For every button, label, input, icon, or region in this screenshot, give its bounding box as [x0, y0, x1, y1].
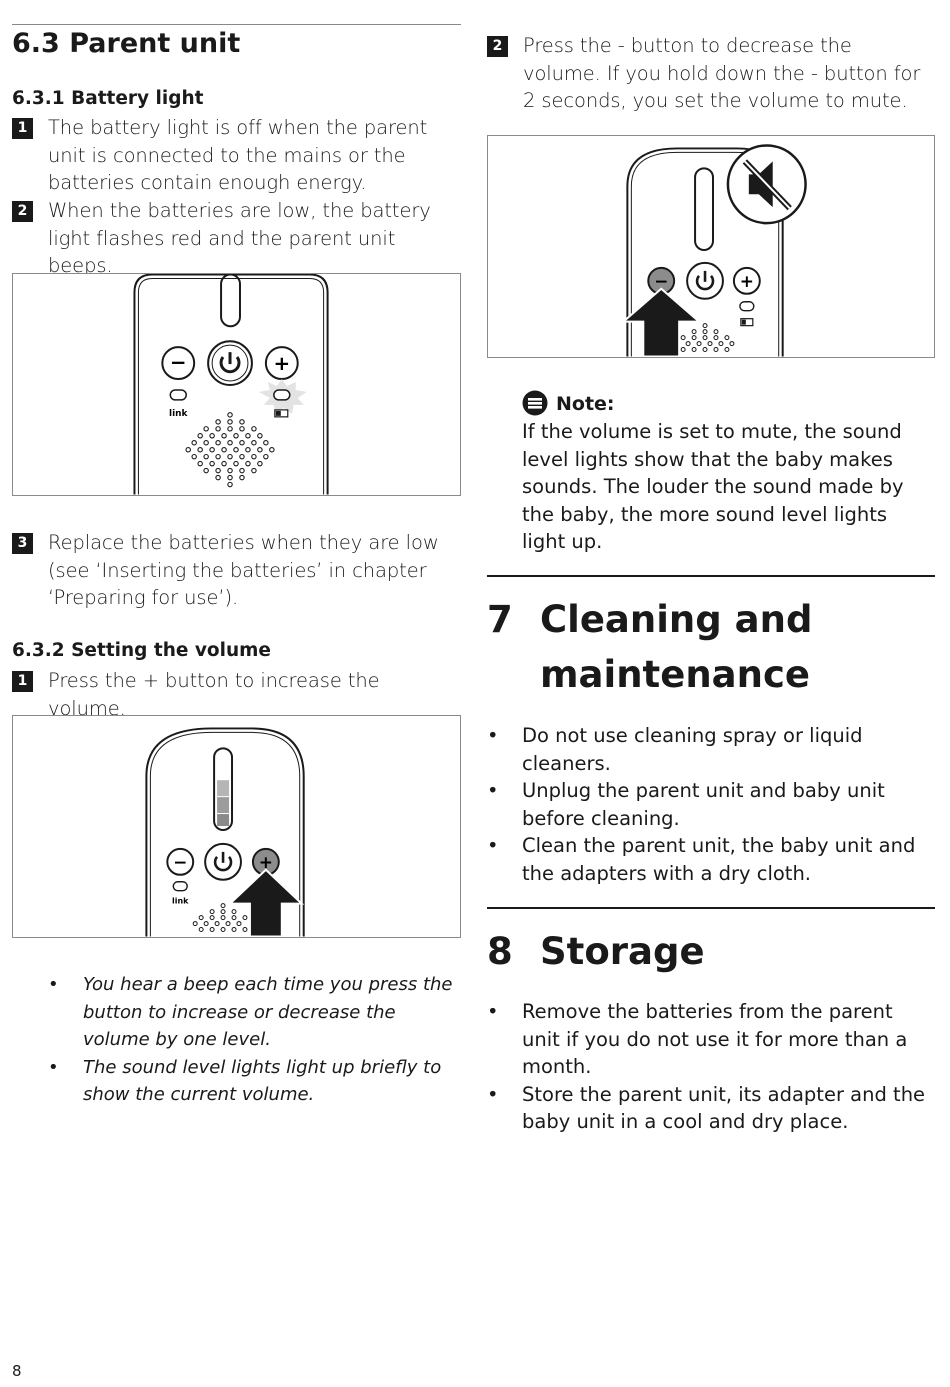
- speaker-grille-icon: [192, 903, 248, 933]
- plus-label: +: [259, 852, 273, 872]
- power-button-icon: [204, 842, 242, 881]
- bullet-icon: •: [487, 1082, 499, 1106]
- link-label: link: [172, 897, 189, 906]
- list-item: •Store the parent unit, its adapter and …: [487, 1082, 926, 1134]
- note-heading: Note:: [522, 390, 615, 416]
- mute-illustration: − +: [487, 135, 935, 358]
- battery-step-3: 3 Replace the batteries when they are lo…: [12, 529, 461, 612]
- step-text: Press the + button to increase the volum…: [48, 669, 380, 720]
- list-item: •Do not use cleaning spray or liquid cle…: [487, 724, 863, 775]
- speaker-grille-icon: [185, 412, 275, 488]
- flashing-battery-light-icon: [258, 379, 307, 418]
- battery-light-illustration: − + link: [12, 273, 461, 496]
- top-rule-left: [12, 24, 461, 25]
- chapter-title: Storage: [540, 930, 705, 973]
- step-number: 1: [12, 118, 33, 139]
- step-text: When the batteries are low, the battery …: [48, 199, 431, 278]
- chapter-8-rule: [487, 907, 935, 909]
- volume-step-1: 1 Press the + button to increase the vol…: [12, 667, 461, 722]
- bullet-icon: •: [487, 1000, 499, 1023]
- list-item: •Unplug the parent unit and baby unit be…: [487, 779, 885, 830]
- note-text: If the volume is set to mute, the sound …: [522, 420, 904, 554]
- link-label: link: [169, 409, 188, 419]
- step-number: 1: [12, 671, 33, 692]
- list-item: •The sound level lights light up briefly…: [48, 1054, 461, 1109]
- chapter-title-line-1: Cleaning and: [540, 598, 813, 641]
- right-column: 2 Press the - button to decrease the vol…: [487, 0, 935, 1387]
- bullet-icon: •: [487, 779, 499, 803]
- storage-list: •Remove the batteries from the parent un…: [487, 998, 935, 1136]
- speaker-grille-icon: [674, 323, 735, 353]
- bullet-icon: •: [487, 724, 499, 747]
- bullet-icon: •: [487, 834, 499, 858]
- chapter-title-line-2: maintenance: [540, 653, 811, 696]
- press-arrow-icon: [227, 868, 305, 937]
- plus-button-icon: +: [264, 346, 299, 381]
- power-button-icon: [686, 261, 724, 300]
- link-light-icon: [172, 881, 188, 892]
- parent-unit-battery-drawing: − + link: [133, 274, 329, 495]
- parent-unit-mute-drawing: − +: [620, 144, 807, 357]
- battery-light-icon: [740, 318, 754, 327]
- sound-level-lights-icon: [694, 167, 714, 251]
- bullet-icon: •: [48, 974, 59, 995]
- parent-unit-increase-drawing: − + link: [145, 727, 305, 937]
- step-text: Press the - button to decrease the volum…: [523, 34, 921, 113]
- minus-button-icon: −: [166, 847, 195, 876]
- mute-speaker-icon: [726, 144, 807, 225]
- volume-notes-list: •You hear a beep each time you press the…: [48, 971, 461, 1109]
- page-number: 8: [12, 1362, 22, 1380]
- minus-label: −: [173, 852, 187, 872]
- power-button-icon: [207, 340, 253, 386]
- cleaning-list: •Do not use cleaning spray or liquid cle…: [487, 722, 935, 888]
- step-number: 2: [487, 36, 508, 57]
- chapter-7-rule: [487, 575, 935, 577]
- press-arrow-icon: [620, 287, 702, 357]
- minus-button-icon: −: [161, 346, 196, 381]
- plus-label: +: [740, 271, 754, 291]
- minus-label: −: [654, 271, 668, 291]
- minus-label: −: [170, 351, 187, 374]
- minus-button-pressed-icon: −: [647, 266, 676, 295]
- left-column: 6.3 Parent unit 6.3.1 Battery light 1 Th…: [12, 0, 461, 1387]
- plus-button-icon: +: [732, 266, 761, 295]
- bullet-icon: •: [48, 1056, 59, 1078]
- chapter-number: 7: [487, 598, 513, 641]
- plus-button-pressed-icon: +: [251, 847, 280, 876]
- sound-level-lights-icon: [213, 747, 234, 831]
- subsection-setting-volume: 6.3.2 Setting the volume: [12, 640, 271, 661]
- volume-step-2: 2 Press the - button to decrease the vol…: [487, 32, 935, 115]
- note-icon: [522, 390, 548, 416]
- section-title-parent-unit: 6.3 Parent unit: [12, 28, 241, 59]
- chapter-number: 8: [487, 930, 513, 973]
- list-item: •Remove the batteries from the parent un…: [487, 1000, 908, 1079]
- link-light-icon: [739, 301, 755, 312]
- subsection-battery-light: 6.3.1 Battery light: [12, 88, 204, 109]
- step-number: 2: [12, 201, 33, 222]
- link-light-icon: [169, 389, 187, 401]
- step-text: Replace the batteries when they are low …: [48, 531, 439, 610]
- note-label: Note:: [556, 393, 615, 415]
- step-text: The battery light is off when the parent…: [48, 116, 428, 195]
- increase-volume-illustration: − + link: [12, 715, 461, 938]
- step-number: 3: [12, 533, 33, 554]
- battery-step-1: 1 The battery light is off when the pare…: [12, 114, 461, 197]
- list-item: •You hear a beep each time you press the…: [48, 971, 461, 1054]
- battery-step-2: 2 When the batteries are low, the batter…: [12, 197, 461, 280]
- plus-label: +: [273, 352, 290, 375]
- list-item: •Clean the parent unit, the baby unit an…: [487, 834, 916, 885]
